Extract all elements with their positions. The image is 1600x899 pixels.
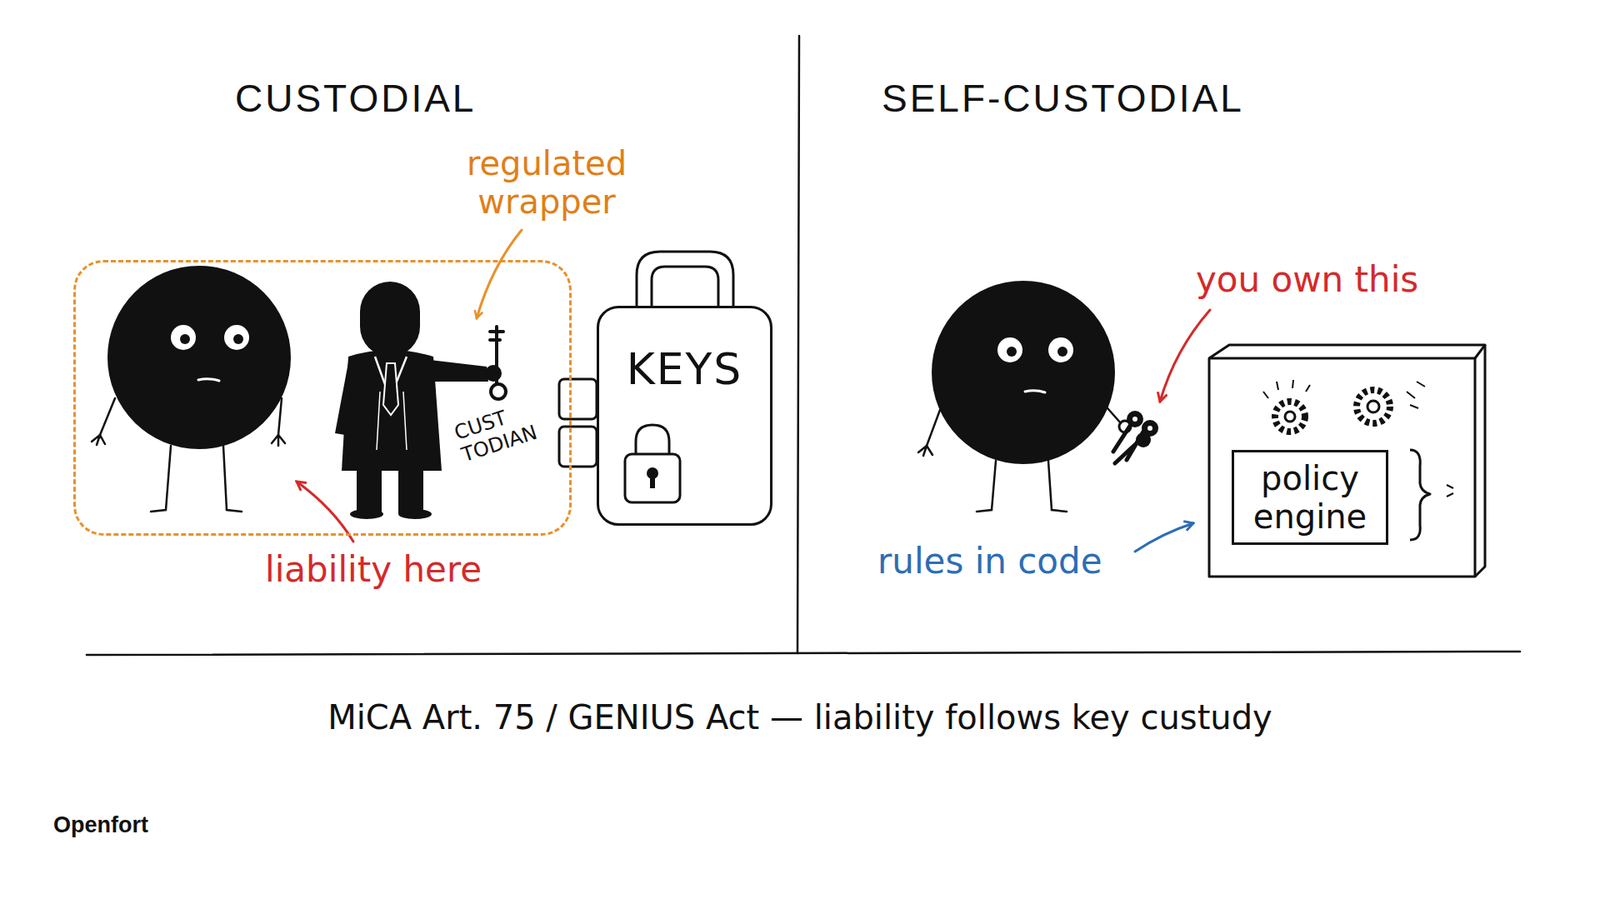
keys-in-hand-part (1126, 410, 1144, 428)
custodian-figure-part (485, 365, 502, 382)
policy-engine-box: policy engine (1231, 450, 1389, 545)
leader-arrows (296, 230, 1210, 552)
custodian-label: CUST TODIAN (451, 395, 554, 467)
node-text: policy engine (1247, 459, 1373, 536)
left-blob-figure-part (150, 445, 171, 512)
callout-note: liability here (265, 550, 482, 590)
padlock-drawing-part (650, 475, 655, 489)
left-blob-figure-part (233, 334, 244, 345)
custodian-figure-part (430, 360, 489, 382)
engine-housing-part (1475, 345, 1485, 577)
keys-padlock: KEYS (596, 305, 773, 526)
right-blob-figure-part (997, 337, 1023, 363)
leader-arrows-part (1160, 310, 1210, 402)
left-blob-figure-part (278, 398, 282, 435)
right-blob-figure-part (976, 460, 996, 512)
engine-housing-part (1367, 400, 1380, 413)
panel-heading: CUSTODIAL (235, 76, 476, 121)
leader-arrows-part (476, 230, 522, 319)
padlock-drawing-part (635, 425, 670, 455)
left-blob-figure-part (198, 379, 220, 381)
custodian-figure-part (398, 509, 432, 520)
custodian-figure-part (335, 362, 357, 435)
keys-in-hand (1113, 410, 1159, 464)
engine-housing-part (1406, 381, 1425, 409)
right-blob-figure-part (1101, 401, 1121, 424)
engine-housing (1209, 345, 1485, 577)
leader-arrows-part (296, 481, 354, 542)
engine-housing-part (1209, 358, 1475, 577)
divider-lines (86, 35, 1520, 655)
engine-housing-part (1275, 401, 1305, 432)
caption: MiCA Art. 75 / GENIUS Act — liability fo… (0, 698, 1600, 737)
left-blob-figure-part (170, 325, 196, 350)
left-blob-figure-part (107, 265, 291, 450)
right-blob-figure-part (1048, 337, 1074, 363)
padlock-drawing-part (559, 426, 597, 467)
leader-arrows-part (1135, 523, 1194, 552)
custodian-figure (335, 281, 506, 520)
right-blob-figure-part (926, 410, 940, 446)
right-blob-figure-part (1057, 346, 1068, 357)
keys-in-hand-part (1135, 432, 1151, 448)
custodian-figure-part (356, 466, 382, 514)
divider-lines-part (797, 35, 800, 654)
engine-housing-part (1356, 390, 1390, 424)
custodian-figure-part (383, 363, 399, 415)
engine-housing-part (1446, 485, 1454, 497)
custodian-figure-part (360, 281, 420, 357)
right-blob-figure-part (918, 445, 933, 456)
left-blob-figure-part (100, 398, 115, 435)
custodian-figure-part (341, 350, 442, 471)
engine-housing-part (1263, 380, 1310, 399)
right-blob-figure-part (1006, 346, 1017, 357)
left-blob-figure-part (91, 398, 285, 512)
panel-heading: SELF-CUSTODIAL (881, 76, 1245, 121)
brand-mark: Openfort (53, 812, 149, 839)
engine-housing-part (1285, 411, 1295, 422)
padlock-drawing-part (651, 266, 719, 306)
right-blob-figure-part (931, 280, 1115, 465)
left-blob-figure-part (223, 445, 242, 512)
right-blob-figure-part (1048, 460, 1067, 512)
callout-note: rules in code (877, 541, 1103, 582)
padlock-drawing-part (625, 454, 680, 503)
engine-housing-part (1410, 450, 1430, 540)
left-blob-figure-part (224, 325, 250, 350)
custodian-figure-part (490, 384, 506, 400)
left-blob-figure (91, 265, 291, 512)
left-blob-figure-part (271, 435, 285, 446)
left-blob-figure-part (91, 435, 105, 445)
regulated-wrapper: regulated wrapper (73, 260, 572, 536)
padlock-drawing-part (636, 251, 734, 306)
callout-note: you own this (1195, 260, 1419, 300)
padlock-drawing-part (559, 379, 597, 420)
custodian-figure-part (490, 331, 504, 340)
engine-housing-part (1209, 345, 1485, 359)
keys-in-hand-part (1147, 425, 1153, 431)
custodian-figure-part (350, 509, 384, 520)
node-text: regulated wrapper (442, 144, 651, 221)
left-blob-figure-part (180, 334, 190, 345)
right-blob-figure-part (1025, 390, 1045, 393)
right-blob-figure-part (918, 401, 1121, 512)
node-text: KEYS (599, 308, 770, 395)
right-blob-figure (918, 280, 1121, 512)
custodian-figure-part (376, 391, 407, 450)
custodian-figure-part (398, 466, 424, 514)
keys-in-hand-part (1132, 416, 1138, 422)
divider-lines-part (86, 651, 1520, 655)
